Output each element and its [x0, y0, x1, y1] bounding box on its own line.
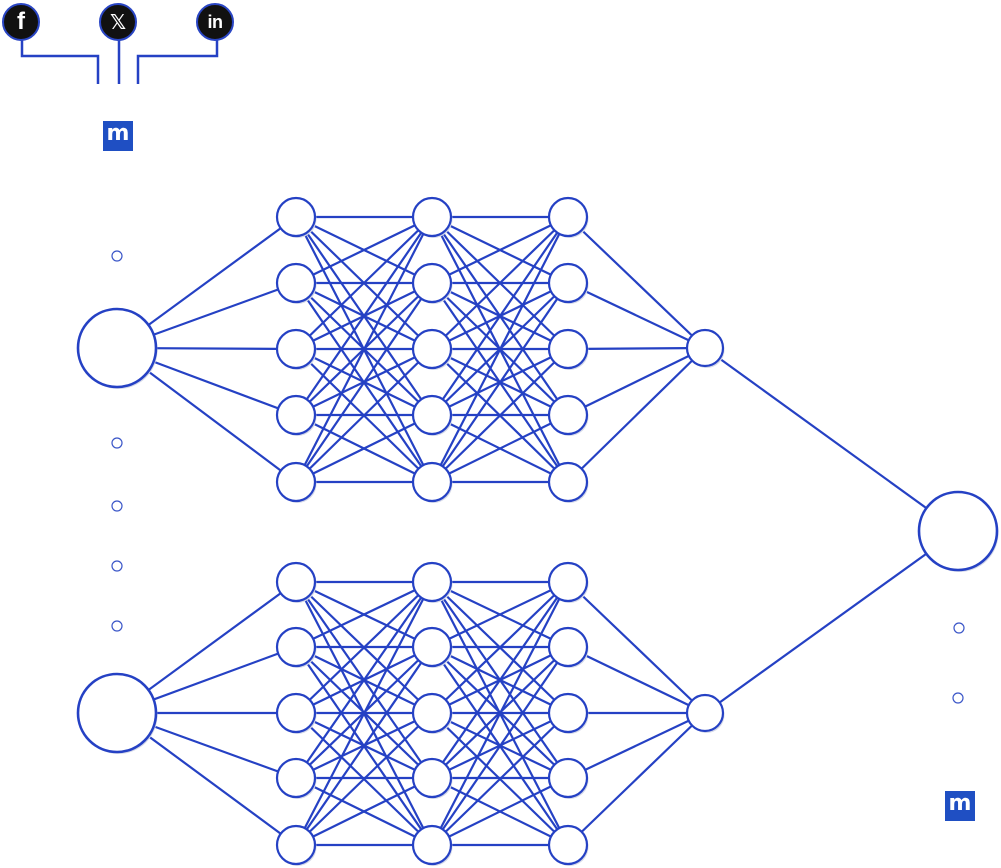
net1-edge-h2-h3-2-0 [431, 216, 569, 350]
net1-output-node [685, 328, 725, 368]
net2-edge-h2-h3-4-3 [431, 777, 569, 846]
net2-hidden-l3-node-5 [547, 824, 589, 866]
net2-hidden-l2-node-2 [411, 626, 453, 668]
net2-edge-h1-h2-4-3 [295, 777, 433, 846]
net2-hidden-l3-node-1 [547, 561, 589, 603]
decorative-dot-4 [111, 560, 123, 572]
net1-hidden-l3-node-3 [547, 328, 589, 370]
net1-edge-h3-output-4 [567, 347, 706, 483]
net1-edge-h3-output-1 [567, 282, 706, 349]
net1-edge-h3-output-2 [567, 346, 706, 351]
net1-edge-h2-h3-4-1 [431, 282, 569, 483]
decorative-dot-6 [953, 622, 965, 634]
net2-edge-h2-h3-2-0 [431, 581, 569, 714]
net2-edge-h1-h2-1-0 [295, 581, 433, 648]
net1-hidden-l3-node-5 [547, 461, 589, 503]
facebook-icon[interactable]: f [2, 3, 40, 41]
net1-hidden-l2-node-5 [411, 461, 453, 503]
net1-edge-h2-h3-1-0 [431, 216, 569, 284]
linkedin-icon[interactable]: in [196, 3, 234, 41]
net1-hidden-l1-node-4 [275, 394, 317, 436]
net2-hidden-l2-node-3 [411, 692, 453, 734]
net1-edge-h2-h3-4-2 [431, 348, 569, 483]
net2-edge-output-final [704, 530, 959, 714]
net2-hidden-l3-node-2 [547, 626, 589, 668]
net2-hidden-l2-node-1 [411, 561, 453, 603]
net1-hidden-l2-node-1 [411, 196, 453, 238]
net2-edge-h1-h2-4-0 [295, 581, 433, 846]
net1-edge-h1-h2-2-0 [295, 216, 433, 350]
decorative-dots [111, 250, 965, 704]
net1-hidden-l1-node-5 [275, 461, 317, 503]
decorative-dot-7 [952, 692, 964, 704]
net1-hidden-l2-node-2 [411, 262, 453, 304]
net1-edge-h1-h2-4-1 [295, 282, 433, 483]
net2-output-node [685, 693, 725, 733]
social-connector-path [20, 40, 219, 84]
net2-hidden-l2-node-4 [411, 757, 453, 799]
brand-logo-top: m [103, 121, 133, 151]
net1-edge-h1-h2-3-0 [295, 216, 433, 416]
net1-edge-h2-h3-4-0 [431, 216, 569, 483]
decorative-dot-5 [111, 620, 123, 632]
net2-hidden-l3-node-4 [547, 757, 589, 799]
net1-hidden-l1-node-1 [275, 196, 317, 238]
net2-edge-h1-h2-2-0 [295, 581, 433, 714]
net1-hidden-l3-node-2 [547, 262, 589, 304]
net1-edge-h2-h3-3-0 [431, 216, 569, 416]
net1-hidden-l2-node-3 [411, 328, 453, 370]
net1-hidden-l3-node-4 [547, 394, 589, 436]
net2-edge-h3-output-1 [567, 646, 706, 714]
net1-hidden-l1-node-3 [275, 328, 317, 370]
net2-hidden-l1-node-1 [275, 561, 317, 603]
net2-hidden-l1-node-5 [275, 824, 317, 866]
net1-edge-h3-output-3 [567, 347, 706, 416]
net2-edge-h3-output-0 [567, 581, 706, 714]
decorative-dot-2 [111, 437, 123, 449]
net2-edge-h2-h3-1-0 [431, 581, 569, 648]
decorative-dot-3 [111, 500, 123, 512]
x-twitter-icon[interactable]: 𝕏 [99, 3, 137, 41]
net2-edge-h3-output-3 [567, 712, 706, 779]
network-edges [116, 215, 959, 847]
net2-edge-h2-h3-4-1 [431, 646, 569, 846]
net2-hidden-l1-node-4 [275, 757, 317, 799]
network-nodes [76, 196, 999, 866]
net2-edge-h2-h3-4-0 [431, 581, 569, 846]
final-output-node [917, 490, 999, 572]
net1-input-node [76, 307, 158, 389]
net1-edge-h1-h2-4-3 [295, 414, 433, 483]
net1-edge-h1-h2-4-2 [295, 348, 433, 483]
net1-hidden-l3-node-1 [547, 196, 589, 238]
net2-edge-h3-output-4 [567, 712, 706, 846]
net2-hidden-l1-node-3 [275, 692, 317, 734]
net2-edge-h1-h2-4-2 [295, 712, 433, 846]
net2-edge-h2-h3-3-0 [431, 581, 569, 779]
net2-edge-h1-h2-3-0 [295, 581, 433, 779]
net1-edge-h1-h2-1-0 [295, 216, 433, 284]
net2-edge-h1-h2-4-1 [295, 646, 433, 846]
net2-input-node [76, 672, 158, 754]
net1-hidden-l1-node-2 [275, 262, 317, 304]
decorative-dot-1 [111, 250, 123, 262]
social-connector-lines [20, 40, 219, 84]
brand-logo-bottom: m [945, 791, 975, 821]
net2-edge-h2-h3-4-2 [431, 712, 569, 846]
net1-edge-h2-h3-4-3 [431, 414, 569, 483]
net1-edge-output-final [704, 347, 959, 532]
net1-edge-h3-output-0 [567, 216, 706, 349]
net1-hidden-l2-node-4 [411, 394, 453, 436]
net2-hidden-l3-node-3 [547, 692, 589, 734]
net1-edge-h1-h2-4-0 [295, 216, 433, 483]
net2-hidden-l2-node-5 [411, 824, 453, 866]
net2-hidden-l1-node-2 [275, 626, 317, 668]
